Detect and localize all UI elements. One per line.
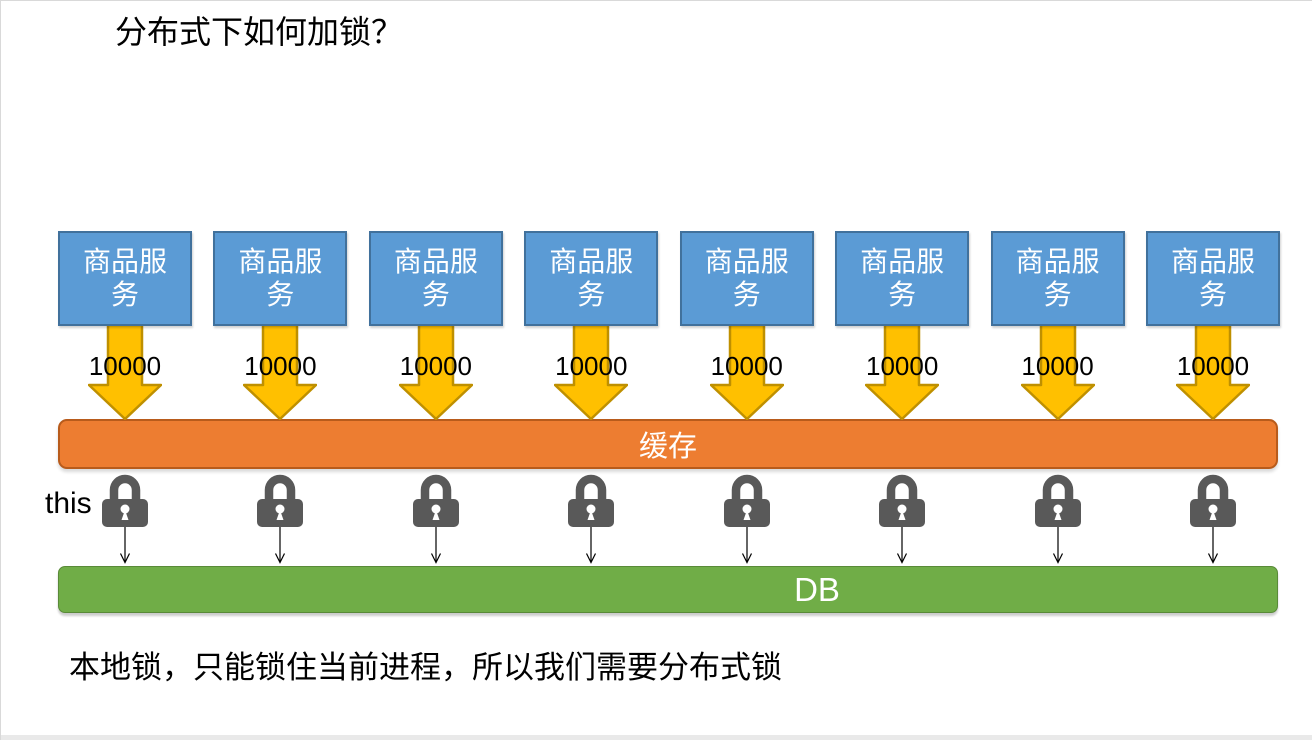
service-box: 商品服务 <box>524 231 659 326</box>
service-box-label: 商品服务 <box>704 246 789 311</box>
service-box-label: 商品服务 <box>238 246 323 311</box>
down-line-arrow-icon <box>1207 527 1219 564</box>
service-box-label: 商品服务 <box>82 246 167 311</box>
padlock-icon <box>879 474 926 527</box>
request-count-label: 10000 <box>710 351 783 381</box>
down-block-arrow-icon <box>398 324 473 420</box>
cache-bar-label: 缓存 <box>638 431 697 463</box>
down-line-arrow-icon <box>586 527 597 564</box>
service-column: 商品服务 10000 <box>669 231 825 567</box>
service-box: 商品服务 <box>679 231 814 326</box>
this-label: this <box>45 487 92 520</box>
padlock-icon <box>412 474 459 527</box>
service-column: 商品服务 10000 <box>47 231 203 567</box>
padlock-icon <box>102 474 148 527</box>
service-column: 商品服务 10000 <box>1135 231 1291 567</box>
padlock-icon <box>257 474 304 527</box>
footnote-text: 本地锁，只能锁住当前进程，所以我们需要分布式锁 <box>69 650 782 685</box>
padlock-icon <box>1034 474 1081 527</box>
down-line-arrow-icon <box>430 527 441 564</box>
page-title: 分布式下如何加锁？ <box>115 14 404 50</box>
down-line-arrow-icon <box>897 527 908 564</box>
request-count-label: 10000 <box>399 351 473 381</box>
down-block-arrow-icon <box>554 324 629 420</box>
down-block-arrow-icon <box>865 324 940 420</box>
service-box: 商品服务 <box>368 231 503 326</box>
request-count-label: 10000 <box>88 351 162 381</box>
service-column: 商品服务 10000 <box>980 231 1136 567</box>
service-box-label: 商品服务 <box>860 246 945 311</box>
padlock-icon <box>1190 474 1236 527</box>
service-column: 商品服务 10000 <box>358 231 514 567</box>
down-line-arrow-icon <box>275 527 286 564</box>
db-bar-label: DB <box>794 570 840 608</box>
request-count-label: 10000 <box>555 351 628 381</box>
down-line-arrow-icon <box>1052 527 1063 564</box>
padlock-icon <box>723 474 770 527</box>
down-block-arrow-icon <box>1020 324 1095 420</box>
service-column: 商品服务 10000 <box>513 231 669 567</box>
bottom-edge-strip <box>1 735 1312 740</box>
down-block-arrow-icon <box>709 324 784 420</box>
service-box: 商品服务 <box>1146 231 1280 326</box>
service-box: 商品服务 <box>990 231 1125 326</box>
service-box-label: 商品服务 <box>393 246 478 311</box>
service-column: 商品服务 10000 <box>824 231 980 567</box>
db-bar: DB <box>58 566 1278 613</box>
down-block-arrow-icon <box>88 324 162 420</box>
padlock-icon <box>568 474 615 527</box>
down-block-arrow-icon <box>243 324 318 420</box>
service-box: 商品服务 <box>213 231 348 326</box>
service-box: 商品服务 <box>58 231 192 326</box>
service-box-label: 商品服务 <box>1170 246 1255 311</box>
request-count-label: 10000 <box>1021 351 1094 381</box>
request-count-label: 10000 <box>244 351 317 381</box>
service-box-label: 商品服务 <box>1015 246 1100 311</box>
cache-bar: 缓存 <box>58 419 1278 469</box>
down-line-arrow-icon <box>741 527 752 564</box>
service-box-label: 商品服务 <box>549 246 634 311</box>
down-block-arrow-icon <box>1176 324 1250 420</box>
down-line-arrow-icon <box>119 527 131 564</box>
request-count-label: 10000 <box>865 351 939 381</box>
service-box: 商品服务 <box>835 231 970 326</box>
service-column: 商品服务 10000 <box>202 231 358 567</box>
request-count-label: 10000 <box>1176 351 1250 381</box>
